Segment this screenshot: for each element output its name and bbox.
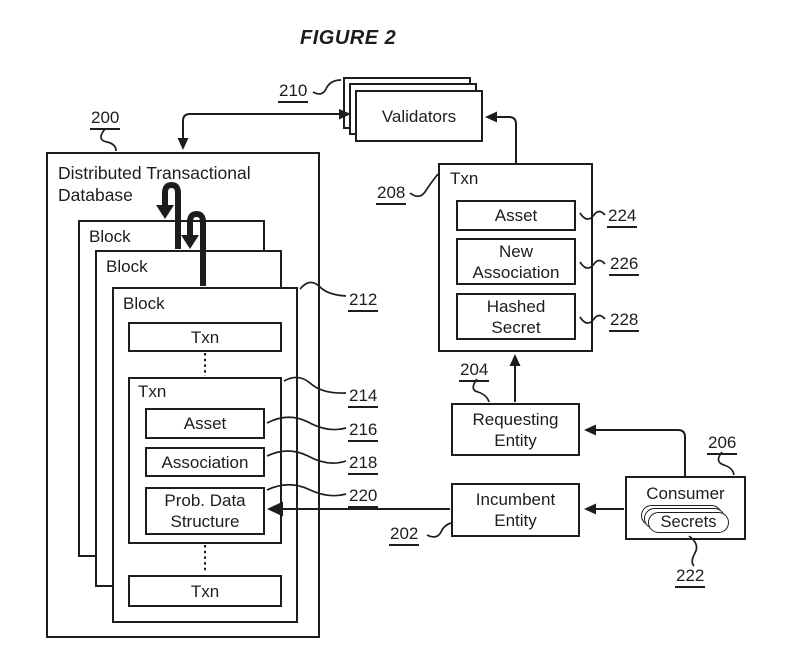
ref-226: 226	[609, 254, 640, 276]
block-front-label: Block	[123, 294, 165, 313]
arrowhead-into-database	[177, 138, 189, 150]
ref-218: 218	[348, 453, 379, 475]
asset-new-box: Asset	[456, 200, 576, 231]
ref-212: 212	[348, 290, 379, 312]
ref-222: 222	[675, 566, 706, 588]
leader-202	[426, 522, 452, 538]
ref-220: 220	[348, 486, 379, 508]
ref-206: 206	[707, 433, 738, 455]
block-back-label: Block	[89, 227, 131, 246]
arrowhead-into-validators-right	[485, 111, 497, 123]
secrets-card-front: Secrets	[648, 512, 729, 533]
prob-data-structure-label: Prob. Data Structure	[164, 491, 246, 531]
figure-title: FIGURE 2	[300, 27, 397, 49]
txn-last-label: Txn	[190, 581, 220, 601]
hashed-secret-box: Hashed Secret	[456, 293, 576, 340]
validators-label: Validators	[381, 106, 457, 126]
new-association-box: New Association	[456, 238, 576, 285]
consumer-label: Consumer	[646, 484, 725, 503]
arrow-validators-database	[182, 113, 349, 147]
txn-new-label: Txn	[450, 169, 479, 188]
ref-202: 202	[389, 524, 420, 546]
incumbent-entity-label: Incumbent Entity	[475, 490, 556, 530]
leader-208	[409, 173, 439, 198]
block-middle-label: Block	[106, 257, 148, 276]
ref-216: 216	[348, 420, 379, 442]
requesting-entity-box: Requesting Entity	[451, 403, 580, 456]
arrowhead-into-requesting	[584, 424, 596, 436]
leader-222	[688, 535, 698, 567]
leader-206	[717, 451, 735, 476]
txn-first-label: Txn	[190, 327, 220, 347]
requesting-entity-label: Requesting Entity	[472, 409, 559, 450]
hashed-secret-label: Hashed Secret	[486, 296, 546, 337]
txn-first-box: Txn	[128, 322, 282, 352]
association-field-label: Association	[161, 452, 249, 472]
ref-204: 204	[459, 360, 490, 382]
txn-detail-label: Txn	[138, 382, 167, 401]
leader-204	[472, 378, 490, 403]
leader-200	[100, 128, 117, 152]
arrow-consumer-to-requesting	[586, 429, 686, 476]
new-association-label: New Association	[472, 241, 560, 282]
ref-200: 200	[90, 108, 121, 130]
txn-last-box: Txn	[128, 575, 282, 607]
arrowhead-into-incumbent	[584, 503, 596, 515]
database-label: Distributed Transactional Database	[58, 163, 251, 205]
association-field-box: Association	[145, 447, 265, 477]
leader-210	[312, 79, 342, 95]
asset-field-box: Asset	[145, 408, 265, 439]
ref-210: 210	[278, 81, 309, 103]
secrets-label: Secrets	[660, 513, 717, 531]
ref-214: 214	[348, 386, 379, 408]
incumbent-entity-box: Incumbent Entity	[451, 483, 580, 537]
ref-208: 208	[376, 183, 407, 205]
ref-228: 228	[609, 310, 640, 332]
prob-data-structure-box: Prob. Data Structure	[145, 487, 265, 535]
asset-new-label: Asset	[494, 206, 538, 225]
ref-224: 224	[607, 206, 638, 228]
arrowhead-into-txn208	[509, 354, 521, 366]
validators-card-front: Validators	[355, 90, 483, 142]
arrow-txn-to-validators	[487, 116, 517, 163]
asset-field-label: Asset	[183, 414, 227, 433]
